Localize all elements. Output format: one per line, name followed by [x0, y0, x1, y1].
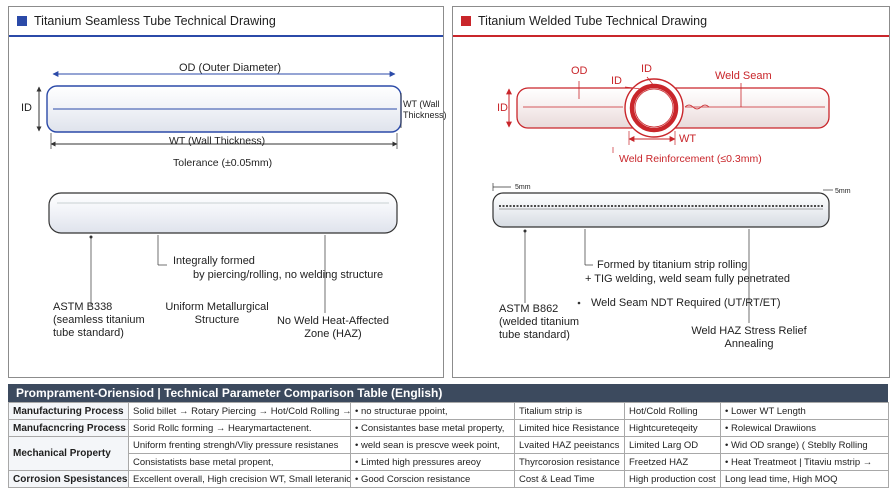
welded-od-label: OD — [571, 65, 588, 77]
welded-drawing — [492, 76, 833, 323]
welded-id-top-label: ID — [611, 75, 622, 87]
table-cell: Consistatists base metal propent, — [128, 453, 351, 471]
welded-dim-right: 5mm — [835, 188, 851, 195]
table-cell: Lvaited HAZ peeistancs — [514, 436, 625, 454]
table-title: Promprament-Oriensiod | Technical Parame… — [8, 384, 888, 402]
table-cell: Manufacncring Process — [8, 419, 129, 437]
table-cell: • Consistantes base metal property, — [350, 419, 515, 437]
welded-wt-label: WT — [679, 133, 697, 145]
seamless-panel-title: Titanium Seamless Tube Technical Drawing — [9, 7, 443, 37]
table-cell: Uniform frenting strengh/Vliy pressure r… — [128, 436, 351, 454]
table-row: Corrosion Spesistances Excellent overall… — [8, 470, 889, 488]
welded-reinforcement: Weld Reinforcement (≤0.3mm) — [619, 153, 762, 165]
seamless-id-label: ID — [21, 102, 32, 114]
table-cell: Manufacturing Process — [8, 402, 129, 420]
table-cell: Long lead time, High MOQ — [720, 470, 889, 488]
table-row: Consistatists base metal propent, • Limt… — [9, 453, 889, 471]
table-cell: • no structurae ppoint, — [350, 402, 515, 420]
seamless-wt-bottom-label: WT (Wall Thickness) — [169, 135, 266, 147]
table-cell: Hightcureteqeity — [624, 419, 721, 437]
welded-ndt: Weld Seam NDT Required (UT/RT/ET) — [591, 297, 781, 309]
welded-dim-left: 5mm — [515, 184, 531, 191]
welded-standard: ASTM B862 (welded titanium tube standard… — [499, 303, 580, 341]
welded-panel-title: Titanium Welded Tube Technical Drawing — [453, 7, 889, 37]
parameter-table: Manufacturing Process Solid billet → Rot… — [8, 402, 889, 488]
welded-id-circle-label: ID — [641, 63, 652, 75]
red-square-icon — [461, 16, 471, 26]
table-cell: Thyrcorosion resistance — [514, 453, 625, 471]
table-cell: High production cost — [624, 470, 721, 488]
seamless-drawing — [36, 71, 402, 313]
table-row: Manufacncring Process Sorid Rollc formin… — [8, 419, 889, 437]
table-cell: Corrosion Spesistances — [8, 470, 129, 488]
welded-note-formed-2: + TIG welding, weld seam fully penetrate… — [585, 273, 790, 285]
seamless-wt-right-label: WT (Wall Thickness) — [403, 99, 447, 120]
table-cell: • Lower WT Length — [720, 402, 889, 420]
table-title-text: Promprament-Oriensiod | Technical Parame… — [16, 386, 443, 400]
table-row: Manufacturing Process Solid billet → Rot… — [8, 402, 889, 420]
seamless-note-formed-2: by piercing/rolling, no welding structur… — [193, 269, 384, 281]
seamless-standard: ASTM B338 (seamless titanium tube standa… — [53, 301, 145, 339]
seamless-title-text: Titanium Seamless Tube Technical Drawing — [34, 14, 276, 28]
table-cell: Limited Larg OD — [624, 436, 721, 454]
table-row: Mechanical Property Uniform frenting str… — [8, 436, 889, 471]
welded-note-formed: Formed by titanium strip rolling — [597, 259, 748, 271]
table-cell: Mechanical Property — [8, 436, 129, 471]
table-cell: • weld sean is prescve week point, — [350, 436, 515, 454]
welded-haz: Weld HAZ Stress Relief Annealing — [691, 325, 807, 350]
table-cell: • Heat Treatmeot | Titaviu mstrip → — [720, 453, 889, 471]
blue-square-icon — [17, 16, 27, 26]
table-cell: Titalium strip is — [514, 402, 625, 420]
table-cell: Solid billet → Rotary Piercing → Hot/Col… — [128, 402, 351, 420]
table-cell: Excellent overall, High crecision WT, Sm… — [128, 470, 351, 488]
welded-weld-seam-label: Weld Seam — [715, 70, 772, 82]
seamless-haz: No Weld Heat-Affected Zone (HAZ) — [276, 315, 390, 340]
welded-title-text: Titanium Welded Tube Technical Drawing — [478, 14, 708, 28]
table-cell: Sorid Rollc forming → Hearymartactenent. — [128, 419, 351, 437]
seamless-structure: Uniform Metallurgical Structure — [165, 301, 269, 326]
seamless-od-label: OD (Outer Diameter) — [179, 62, 282, 74]
table-cell: Cost & Lead Time — [514, 470, 625, 488]
table-cell: • Rolewical Drawiions — [720, 419, 889, 437]
seamless-panel: Titanium Seamless Tube Technical Drawing — [8, 6, 447, 378]
seamless-note-formed: Integrally formed — [173, 255, 255, 267]
table-cell: • Wid OD srange) ( Steblly Rolling — [720, 436, 889, 454]
welded-id-left-label: ID — [497, 102, 508, 114]
seamless-tolerance: Tolerance (±0.05mm) — [173, 157, 273, 169]
table-cell: Hot/Cold Rolling — [624, 402, 721, 420]
table-cell: • Good Corscion resistance — [350, 470, 515, 488]
table-cell: • Limted high pressures areoy — [350, 453, 515, 471]
table-cell: Limited hice Resistance — [514, 419, 625, 437]
table-cell: Freetzed HAZ — [624, 453, 721, 471]
welded-panel: Titanium Welded Tube Technical Drawing — [452, 6, 890, 378]
